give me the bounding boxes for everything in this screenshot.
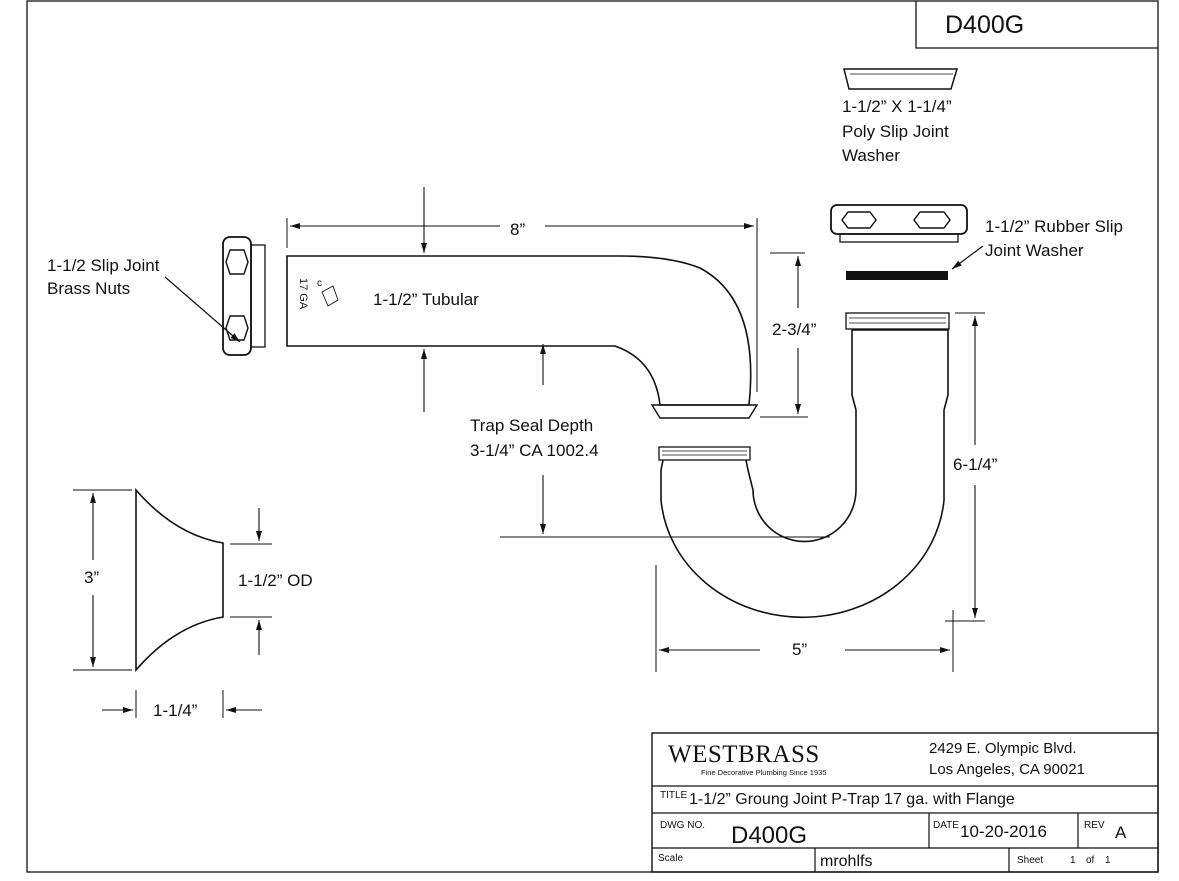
rev-field-label: REV <box>1084 820 1105 831</box>
poly-washer-label-2: Poly Slip Joint <box>842 122 949 141</box>
rubber-washer-drawing <box>846 271 948 280</box>
dim-8-label: 8” <box>510 220 525 239</box>
sheet-field-label: Sheet <box>1017 855 1043 866</box>
sheet-border <box>26 0 1159 873</box>
poly-washer-drawing <box>843 68 959 90</box>
dwg-no-field-label: DWG NO. <box>660 820 705 831</box>
title-field-label: TITLE <box>660 790 688 801</box>
date-field-label: DATE <box>933 820 959 831</box>
brass-nuts-label-1: 1-1/2 Slip Joint <box>47 256 160 275</box>
p-trap-u-bend-drawing <box>658 312 950 618</box>
company-tagline: Fine Decorative Plumbing Since 1935 <box>701 768 827 777</box>
brass-nuts-label-2: Brass Nuts <box>47 279 130 298</box>
company-logo: WESTBRASS <box>668 741 820 768</box>
rubber-washer-label-1: 1-1/2” Rubber Slip <box>985 217 1123 236</box>
certification-mark-icon: c <box>317 278 339 307</box>
address-line-2: Los Angeles, CA 90021 <box>929 761 1085 778</box>
title-block <box>651 732 1159 873</box>
drawing-number-text: D400G <box>945 11 1024 39</box>
tubular-label: 1-1/2” Tubular <box>373 290 479 309</box>
rubber-washer-label-2: Joint Washer <box>985 241 1084 260</box>
sheet-total: 1 <box>1105 855 1111 866</box>
poly-washer-label-3: Washer <box>842 146 900 165</box>
trap-seal-label-1: Trap Seal Depth <box>470 416 593 435</box>
dim-5-label: 5” <box>792 640 807 659</box>
flange-height-label: 3” <box>84 568 99 587</box>
rev-value: A <box>1115 823 1127 842</box>
flange-drawing <box>135 487 224 673</box>
gauge-mark: 17 GA <box>297 278 309 310</box>
scale-value: mrohlfs <box>820 853 872 870</box>
date-value: 10-20-2016 <box>960 822 1047 841</box>
dwg-no-value: D400G <box>731 822 807 849</box>
brass-nut-left-drawing <box>222 236 266 356</box>
tubular-arm-drawing <box>286 255 759 419</box>
sheet-of: of <box>1086 855 1095 866</box>
scale-field-label: Scale <box>658 853 683 864</box>
flange-depth-label: 1-1/4” <box>153 701 198 720</box>
svg-text:c: c <box>317 278 322 289</box>
drawing-title: 1-1/2” Groung Joint P-Trap 17 ga. with F… <box>689 791 1015 808</box>
trap-seal-label-2: 3-1/4” CA 1002.4 <box>470 441 599 460</box>
dim-6-1-4-label: 6-1/4” <box>953 455 998 474</box>
dim-2-3-4-label: 2-3/4” <box>772 320 817 339</box>
slip-nut-right-drawing <box>830 204 968 243</box>
flange-od-label: 1-1/2” OD <box>238 571 313 590</box>
address-line-1: 2429 E. Olympic Blvd. <box>929 740 1077 757</box>
drawing-number-box: D400G <box>915 1 1158 49</box>
sheet-number: 1 <box>1070 855 1076 866</box>
poly-washer-label-1: 1-1/2” X 1-1/4” <box>842 97 952 116</box>
